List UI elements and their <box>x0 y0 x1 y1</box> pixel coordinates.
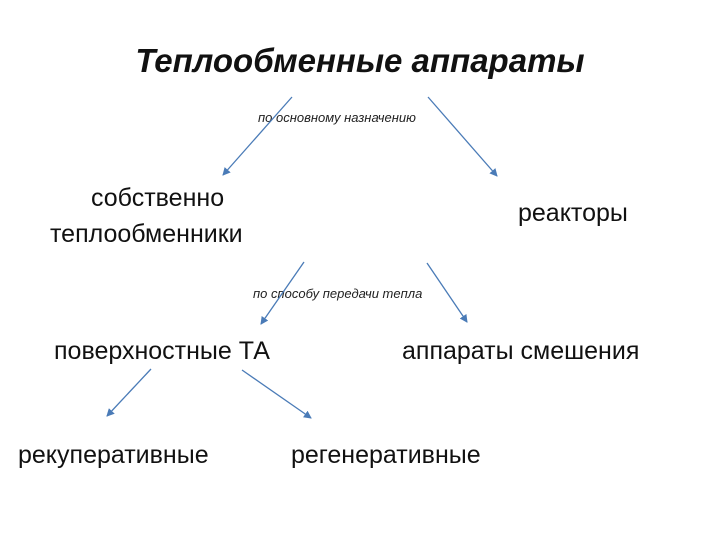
arrow-to-own-exchangers <box>222 96 293 176</box>
arrow-to-regenerative <box>241 369 312 419</box>
diagram-title: Теплообменные аппараты <box>135 42 585 79</box>
arrow-to-surface <box>260 261 305 325</box>
arrow-to-mixing <box>426 262 468 323</box>
node-own-heat-exchangers-line1: собственно <box>91 184 225 212</box>
node-regenerative: регенеративные <box>291 441 481 469</box>
node-mixing: аппараты смешения <box>402 337 640 365</box>
arrow-to-recuperative <box>106 368 152 417</box>
arrow-to-reactors <box>427 96 498 177</box>
edge-label-by-purpose: по основному назначению <box>258 110 416 125</box>
node-own-heat-exchangers-line2: теплообменники <box>50 220 243 248</box>
edge-label-by-transfer: по способу передачи тепла <box>253 286 423 301</box>
node-recuperative: рекуперативные <box>18 441 209 469</box>
node-reactors: реакторы <box>518 199 628 227</box>
node-surface-ta: поверхностные ТА <box>54 337 270 365</box>
